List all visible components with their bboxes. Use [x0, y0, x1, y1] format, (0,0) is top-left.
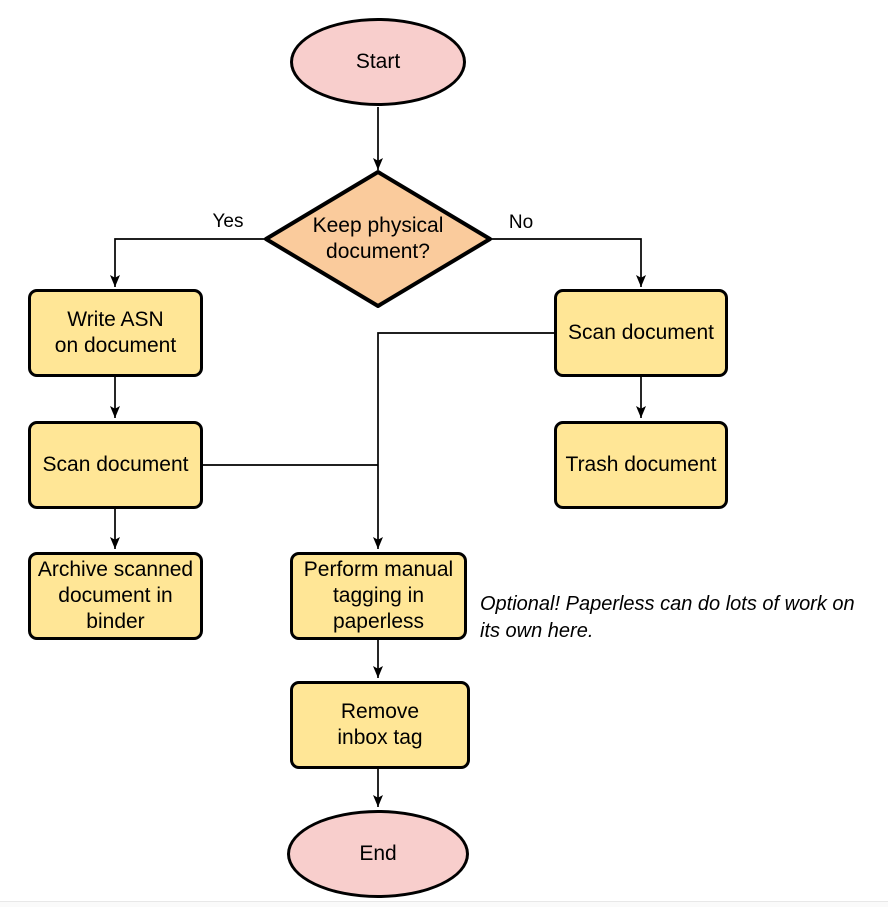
node-scan-document-left-label: Scan document	[42, 453, 189, 476]
optional-note: Optional! Paperless can do lots of work …	[480, 593, 855, 642]
node-end-label: End	[359, 842, 397, 865]
edge-decision-yes-to-write-asn	[110, 238, 266, 287]
node-write-asn-label: Write ASN on document	[54, 308, 177, 357]
edge-scan-right-to-perform-tagging	[373, 332, 554, 549]
node-trash-document-label: Trash document	[565, 453, 717, 476]
node-trash-document: Trash document	[554, 421, 728, 509]
node-write-asn: Write ASN on document	[28, 289, 203, 377]
node-scan-document-right-label: Scan document	[568, 321, 714, 344]
decision-diamond-shape	[264, 170, 492, 308]
node-remove-inbox-tag: Remove inbox tag	[290, 681, 470, 769]
node-scan-document-right: Scan document	[554, 289, 728, 377]
node-perform-manual-tagging-label: Perform manual tagging in paperless	[303, 558, 454, 633]
node-archive-in-binder-label: Archive scanned document in binder	[37, 558, 194, 633]
edge-label-yes: Yes	[212, 211, 244, 232]
node-archive-in-binder: Archive scanned document in binder	[28, 552, 203, 640]
edge-decision-no-to-scan-right	[490, 238, 646, 287]
node-perform-manual-tagging: Perform manual tagging in paperless	[290, 552, 467, 640]
node-scan-document-left: Scan document	[28, 421, 203, 509]
node-remove-inbox-tag-label: Remove inbox tag	[337, 700, 423, 749]
page-bottom-divider	[0, 901, 888, 907]
node-decision-label: Keep physical document?	[312, 214, 444, 263]
edge-label-no: No	[508, 212, 534, 233]
node-end: End	[287, 810, 469, 898]
node-start: Start	[290, 18, 466, 106]
node-start-label: Start	[355, 50, 401, 73]
